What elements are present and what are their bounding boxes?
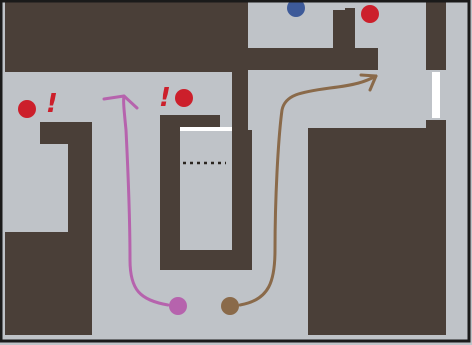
- door-center-room[interactable]: [180, 127, 232, 131]
- wall-u-left: [160, 115, 180, 270]
- wall-u-right: [232, 130, 252, 270]
- alert-mark-center: !: [159, 83, 171, 113]
- enemy-left[interactable]: [18, 100, 36, 118]
- wall-bottom-right-block: [308, 128, 428, 335]
- brown-path-arrowhead: [359, 73, 378, 92]
- door-right[interactable]: [432, 72, 440, 118]
- wall-top-pillar-cap: [345, 8, 355, 14]
- paths: [102, 73, 378, 307]
- wall-top-horizontal: [248, 48, 378, 70]
- wall-top-left-block: [5, 2, 248, 72]
- wall-right-bottom: [426, 120, 446, 335]
- brown-agent-path: [238, 74, 378, 307]
- purple-path-arrowhead: [102, 94, 139, 110]
- purple-agent-path: [122, 94, 170, 307]
- enemy-top-blue[interactable]: [287, 0, 305, 17]
- brown-agent[interactable]: [221, 297, 239, 315]
- wall-top-pillar: [333, 10, 355, 50]
- wall-left-ledge: [40, 122, 92, 144]
- wall-right-top: [426, 2, 446, 70]
- wall-bottom-left-block: [5, 232, 92, 335]
- purple-agent[interactable]: [169, 297, 187, 315]
- walls: [5, 2, 446, 335]
- wall-u-top-left: [180, 115, 220, 127]
- wall-center-vertical: [232, 68, 248, 130]
- doors: [180, 72, 440, 131]
- enemy-center[interactable]: [175, 89, 193, 107]
- alert-mark-left: !: [46, 89, 58, 119]
- wall-u-bottom: [160, 250, 252, 270]
- enemy-top-right[interactable]: [361, 5, 379, 23]
